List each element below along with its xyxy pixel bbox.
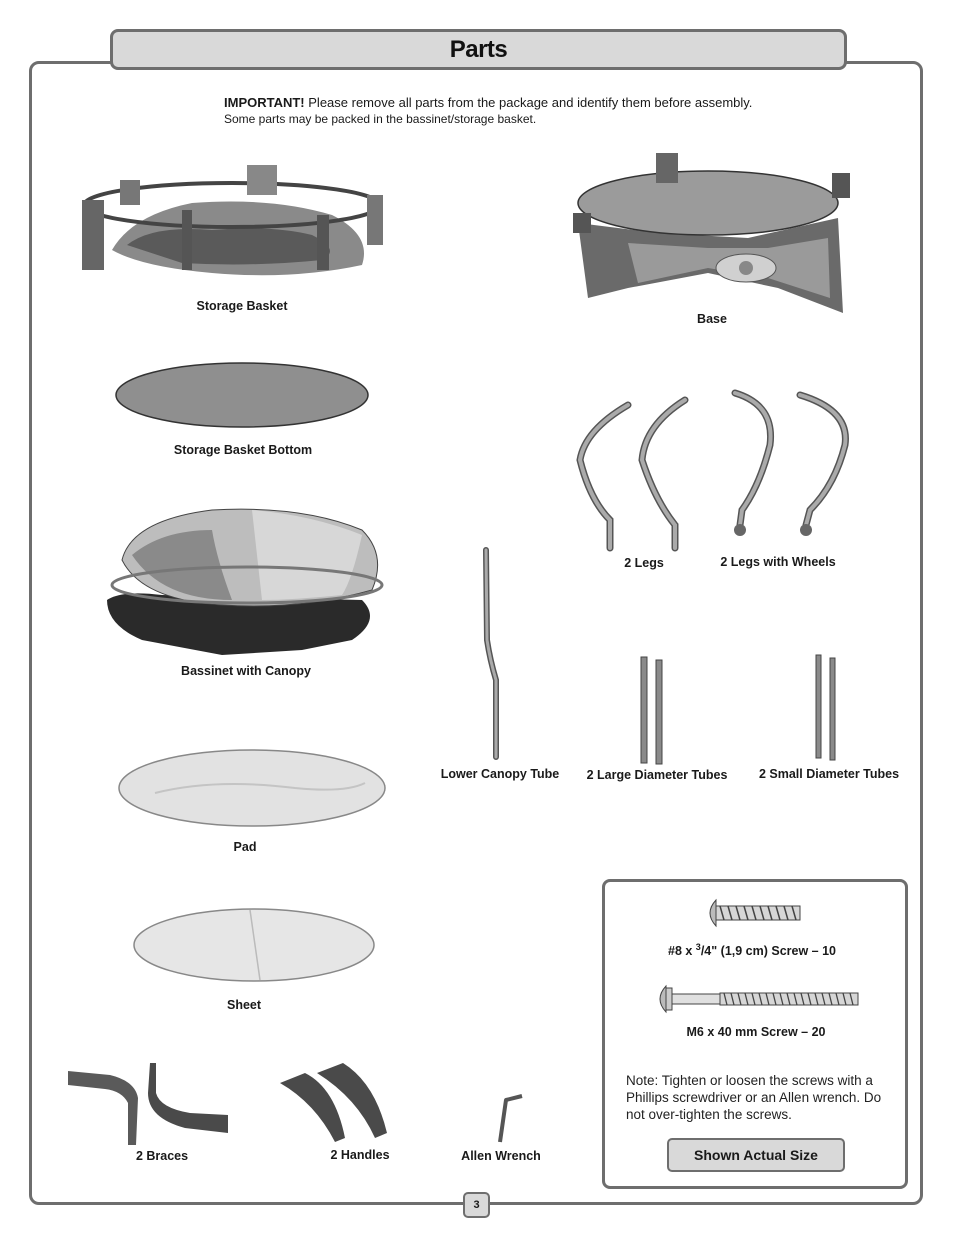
storage-basket-image [82, 165, 383, 276]
large-tubes-label: 2 Large Diameter Tubes [586, 768, 728, 782]
sheet-image [133, 908, 375, 982]
screw-m6-image [659, 984, 859, 1014]
small-tubes-label: 2 Small Diameter Tubes [758, 767, 900, 781]
intro-line1: Please remove all parts from the package… [308, 95, 753, 110]
lower-canopy-tube-image [483, 547, 499, 760]
bassinet-image [107, 508, 384, 655]
lower-canopy-tube-label: Lower Canopy Tube [440, 767, 560, 781]
legs-with-wheels-image [731, 389, 849, 536]
legs-with-wheels-label: 2 Legs with Wheels [720, 555, 836, 569]
page-title: Parts [449, 36, 508, 63]
braces-label: 2 Braces [135, 1149, 189, 1163]
storage-basket-label: Storage Basket [196, 299, 288, 313]
screw-m6-label: M6 x 40 mm Screw – 20 [686, 1025, 826, 1039]
legs-label: 2 Legs [624, 556, 664, 570]
storage-basket-bottom-image [115, 362, 369, 428]
screw-note: Note: Tighten or loosen the screws with … [626, 1073, 882, 1122]
large-tubes-image [640, 656, 663, 765]
base-image [573, 153, 850, 313]
braces-image [68, 1063, 228, 1145]
storage-basket-bottom-label: Storage Basket Bottom [173, 443, 313, 457]
allen-wrench-image [498, 1094, 523, 1143]
handles-label: 2 Handles [330, 1148, 390, 1162]
bassinet-label: Bassinet with Canopy [181, 664, 311, 678]
important-label: IMPORTANT! [224, 95, 305, 110]
allen-wrench-label: Allen Wrench [461, 1149, 541, 1163]
page-number: 3 [463, 1192, 490, 1218]
intro-text: IMPORTANT! Please remove all parts from … [224, 94, 824, 128]
title-tab: Parts [110, 29, 847, 70]
screws-box [602, 879, 908, 1189]
handles-image [280, 1063, 387, 1142]
shown-actual-size-badge: Shown Actual Size [667, 1138, 845, 1172]
screw-8-image [709, 898, 801, 928]
sheet-label: Sheet [226, 998, 262, 1012]
pad-label: Pad [233, 840, 257, 854]
legs-image [576, 396, 689, 552]
intro-line2: Some parts may be packed in the bassinet… [224, 112, 537, 126]
pad-image [118, 749, 386, 827]
small-tubes-image [815, 654, 836, 761]
base-label: Base [697, 312, 727, 326]
screw-8-label: #8 x 3/4" (1,9 cm) Screw – 10 [667, 942, 837, 959]
